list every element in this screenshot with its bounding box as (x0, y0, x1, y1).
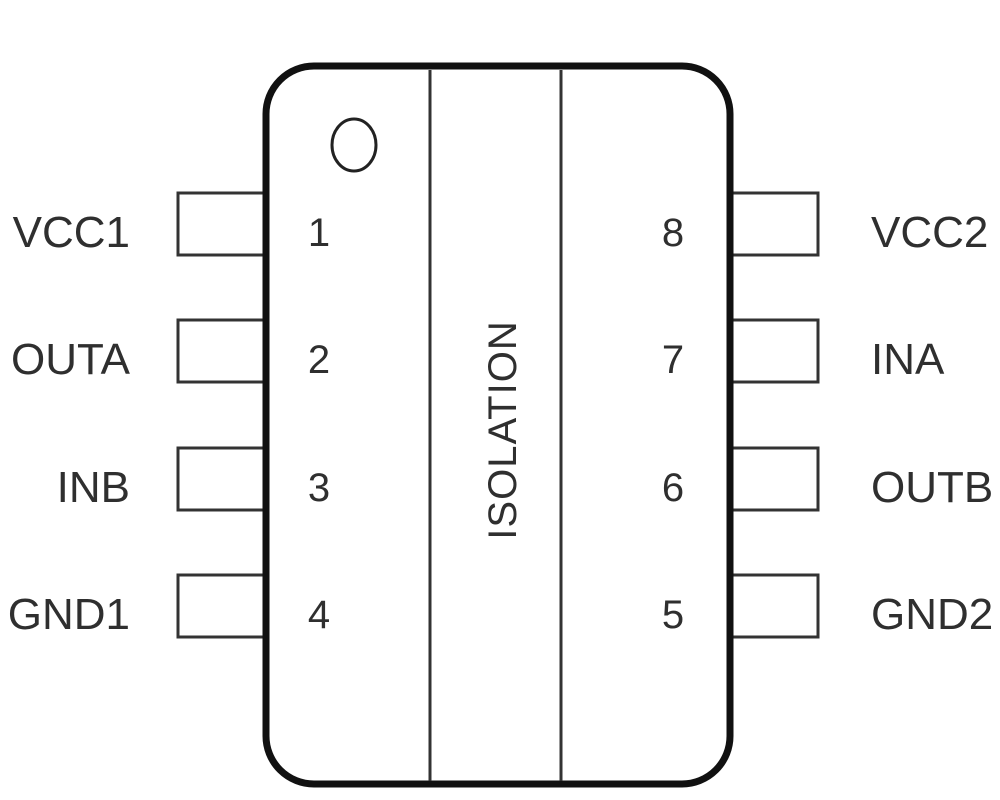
pin-stub-right-5 (730, 573, 820, 639)
pin-stub-right-7 (730, 318, 820, 384)
pin-stub-left-2 (176, 318, 266, 384)
pin-name-left-2: OUTA (11, 335, 131, 384)
pin-stub-right-8 (730, 191, 820, 257)
pin-number-right-5: 5 (662, 593, 684, 637)
pin1-indicator-dot (330, 117, 378, 173)
pin-stub-left-1 (176, 191, 266, 257)
pin-stub-left-4 (176, 573, 266, 639)
pin-number-right-7: 7 (662, 338, 684, 382)
pin-number-right-8: 8 (662, 211, 684, 255)
package-body (262, 62, 734, 788)
pin-number-left-4: 4 (308, 593, 330, 637)
pin-name-right-7: INA (871, 335, 945, 384)
pin-number-left-1: 1 (308, 211, 330, 255)
pin-name-right-8: VCC2 (871, 208, 988, 257)
pin-name-left-3: INB (57, 463, 130, 512)
pin-number-right-6: 6 (662, 466, 684, 510)
pin-name-right-5: GND2 (871, 590, 993, 639)
pin-name-left-4: GND1 (8, 590, 130, 639)
pin-stub-right-6 (730, 446, 820, 512)
pin-stub-left-3 (176, 446, 266, 512)
pin-number-left-2: 2 (308, 338, 330, 382)
pin-number-left-3: 3 (308, 466, 330, 510)
isolation-label: ISOLATION (481, 320, 525, 539)
pin-name-left-1: VCC1 (13, 208, 130, 257)
pin-name-right-6: OUTB (871, 463, 993, 512)
